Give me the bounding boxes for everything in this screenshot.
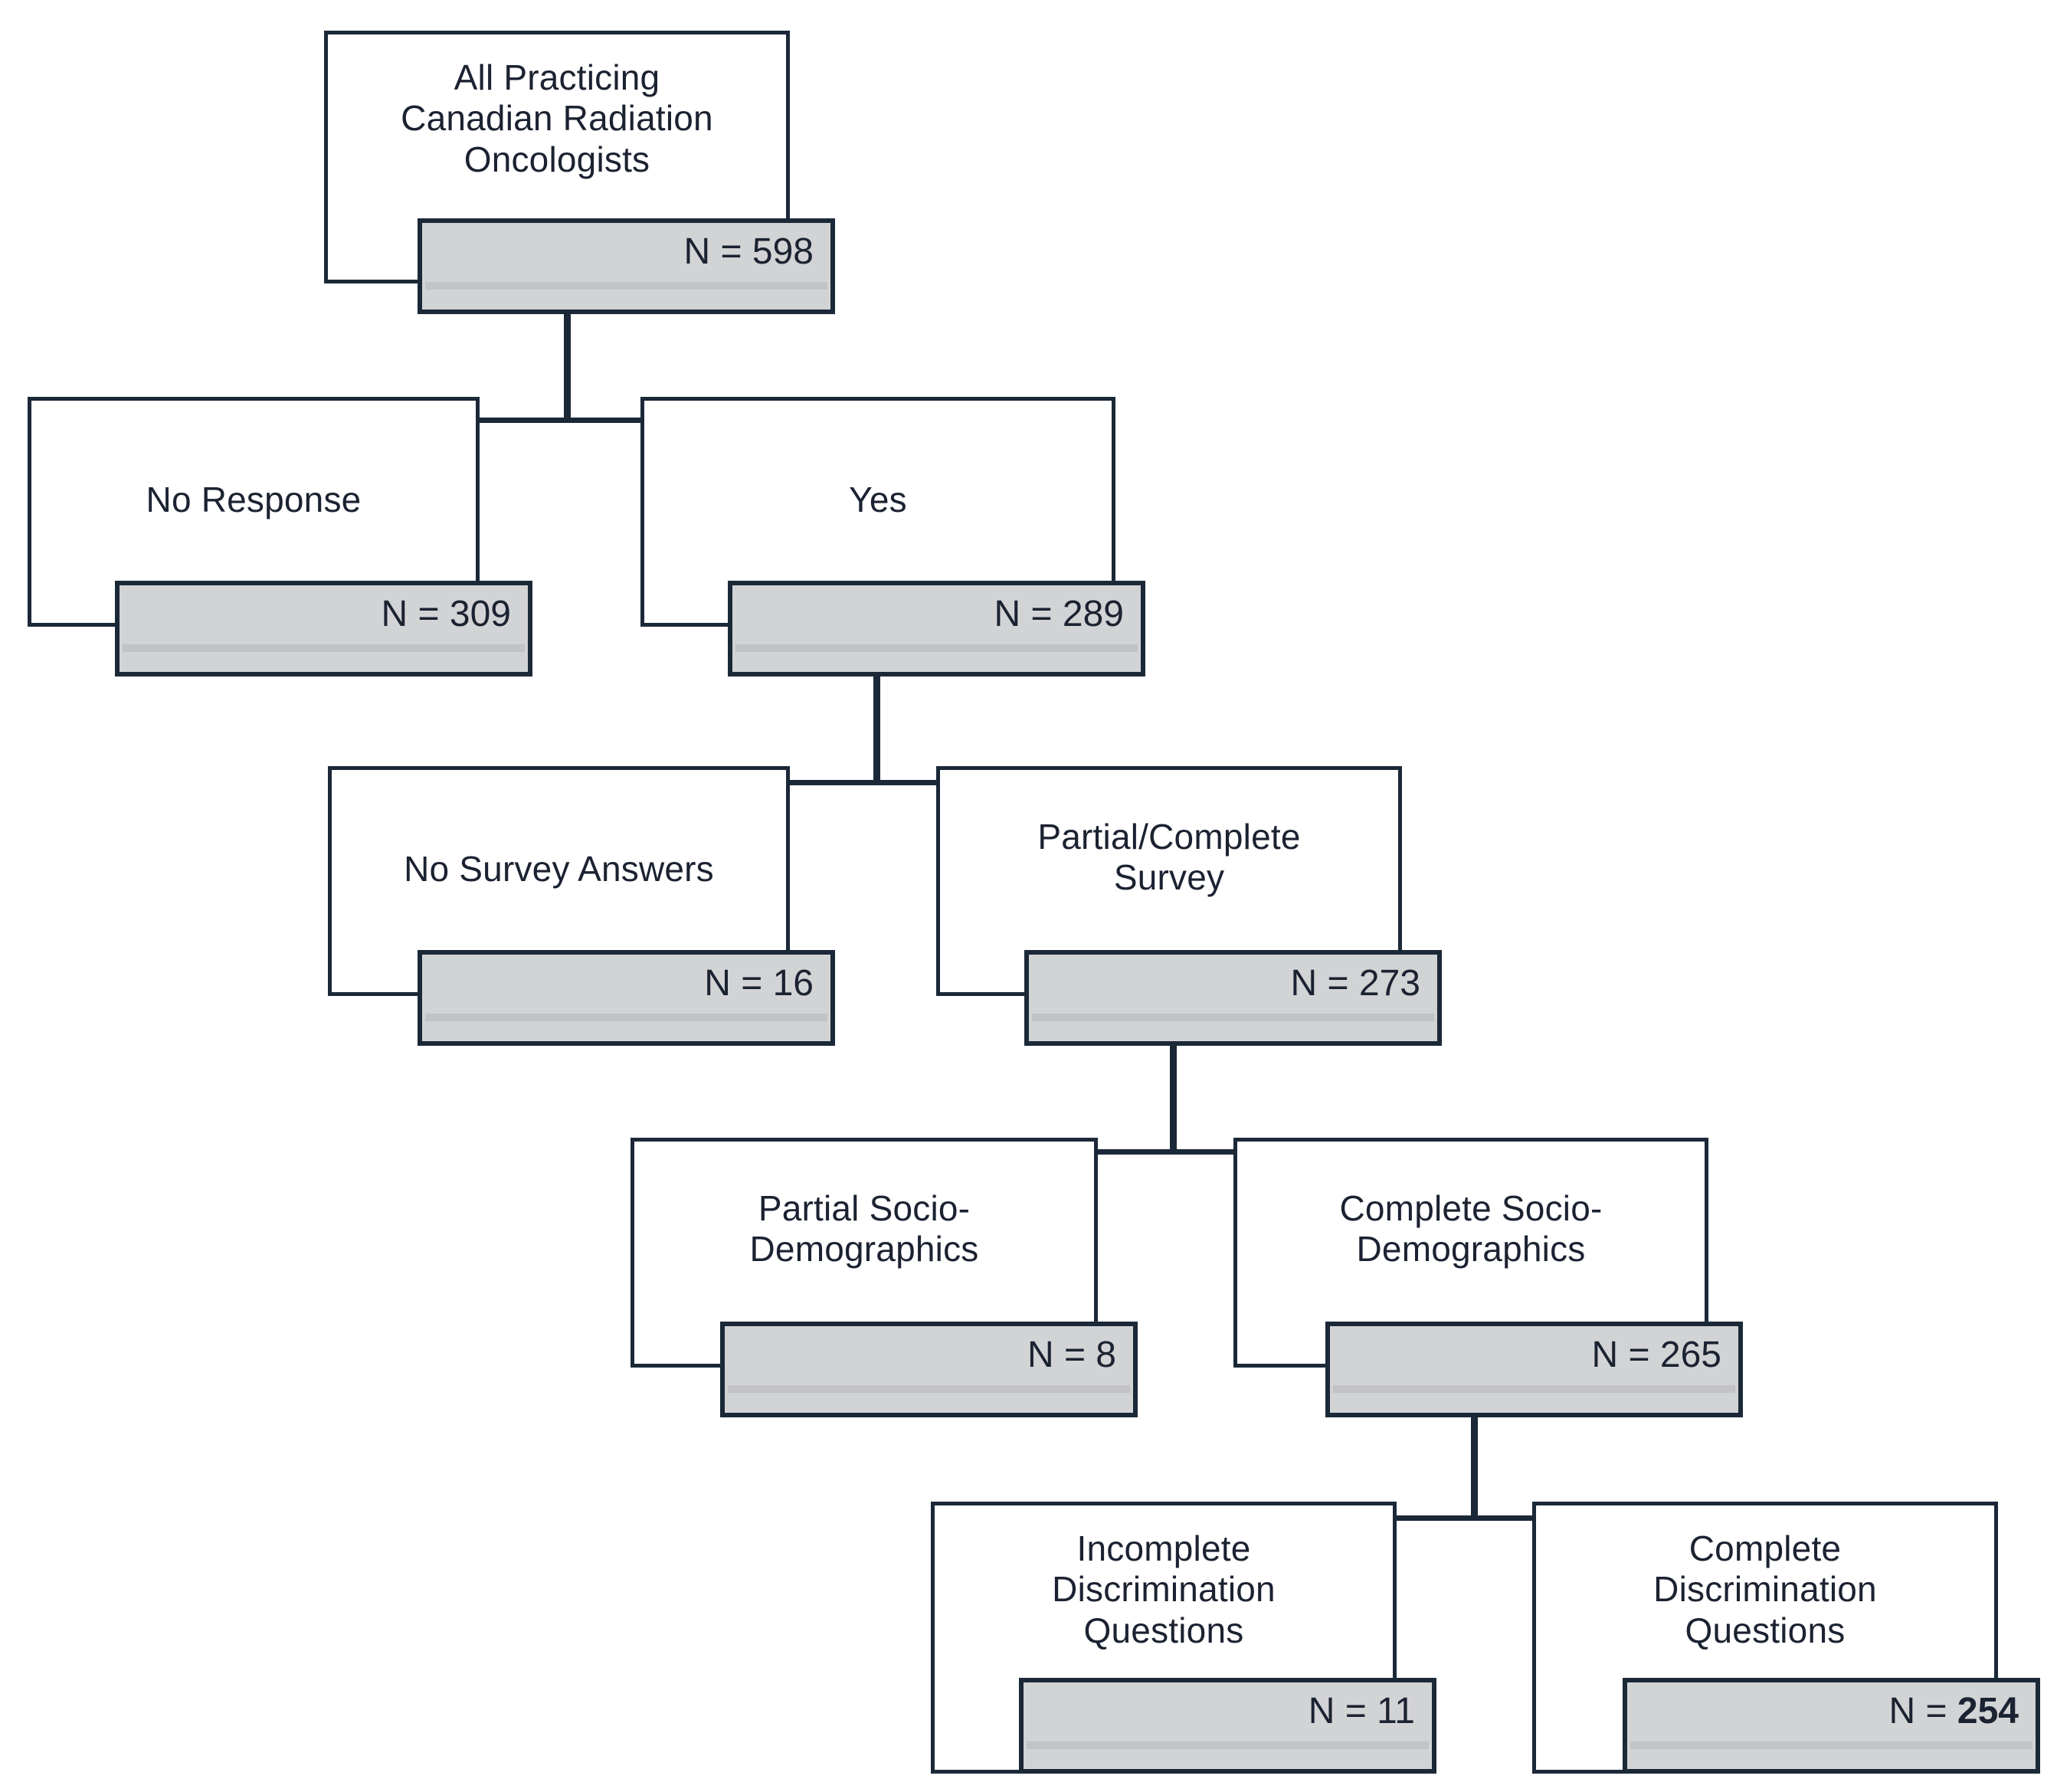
badge-sheen <box>1333 1385 1735 1393</box>
badge-sheen <box>728 1385 1130 1393</box>
node-yes-label: Yes <box>849 480 907 519</box>
badge-yes: N = 289 <box>728 581 1145 677</box>
badge-partial-socio-demographics-value: N = 8 <box>1027 1335 1116 1375</box>
badge-complete-socio-demographics: N = 265 <box>1325 1322 1743 1417</box>
badge-partial-complete-survey-value: N = 273 <box>1290 963 1420 1004</box>
badge-sheen <box>123 644 525 652</box>
badge-complete-discrimination-questions-value: N = 254 <box>1889 1682 2036 1730</box>
node-incomplete-discrimination-questions-label: Incomplete Discrimination Questions <box>1052 1528 1276 1650</box>
badge-sheen <box>425 282 827 290</box>
connector-all-bar <box>247 418 875 423</box>
badge-sheen <box>1032 1014 1434 1021</box>
badge-complete-discrimination-questions: N = 254 <box>1623 1678 2040 1774</box>
badge-no-response-value: N = 309 <box>381 594 511 634</box>
badge-no-survey-answers: N = 16 <box>418 950 835 1046</box>
node-all-practicing-label: All Practicing Canadian Radiation Oncolo… <box>401 57 713 179</box>
connector-csd-stem <box>1471 1417 1478 1518</box>
badge-no-survey-answers-value: N = 16 <box>704 963 814 1004</box>
connector-all-stem <box>564 314 571 420</box>
badge-no-response: N = 309 <box>115 581 532 677</box>
badge-all-practicing: N = 598 <box>418 218 835 314</box>
badge-yes-value: N = 289 <box>994 594 1124 634</box>
badge-partial-complete-survey: N = 273 <box>1024 950 1442 1046</box>
node-partial-socio-demographics-label: Partial Socio- Demographics <box>749 1188 979 1269</box>
connector-pcs-bar <box>859 1149 1478 1155</box>
node-partial-complete-survey-label: Partial/Complete Survey <box>1037 817 1301 898</box>
badge-all-practicing-value: N = 598 <box>683 231 814 272</box>
node-complete-socio-demographics-label: Complete Socio- Demographics <box>1339 1188 1603 1269</box>
badge-sheen <box>735 644 1138 652</box>
node-no-response-label: No Response <box>146 480 362 519</box>
badge-count-value: 254 <box>1957 1691 2019 1731</box>
connector-pcs-stem <box>1170 1046 1177 1152</box>
node-no-survey-answers-label: No Survey Answers <box>404 849 714 889</box>
badge-count-prefix: N = <box>1888 1691 1957 1731</box>
badge-sheen <box>1027 1741 1429 1749</box>
badge-complete-socio-demographics-value: N = 265 <box>1591 1335 1721 1375</box>
badge-sheen <box>1630 1741 2032 1749</box>
badge-incomplete-discrimination-questions: N = 11 <box>1019 1678 1436 1774</box>
connector-yes-bar <box>557 780 1182 785</box>
badge-sheen <box>425 1014 827 1021</box>
node-complete-discrimination-questions-label: Complete Discrimination Questions <box>1653 1528 1877 1650</box>
connector-yes-stem <box>873 677 880 782</box>
badge-incomplete-discrimination-questions-value: N = 11 <box>1308 1691 1415 1731</box>
connector-csd-bar <box>1163 1515 1787 1521</box>
badge-partial-socio-demographics: N = 8 <box>720 1322 1138 1417</box>
